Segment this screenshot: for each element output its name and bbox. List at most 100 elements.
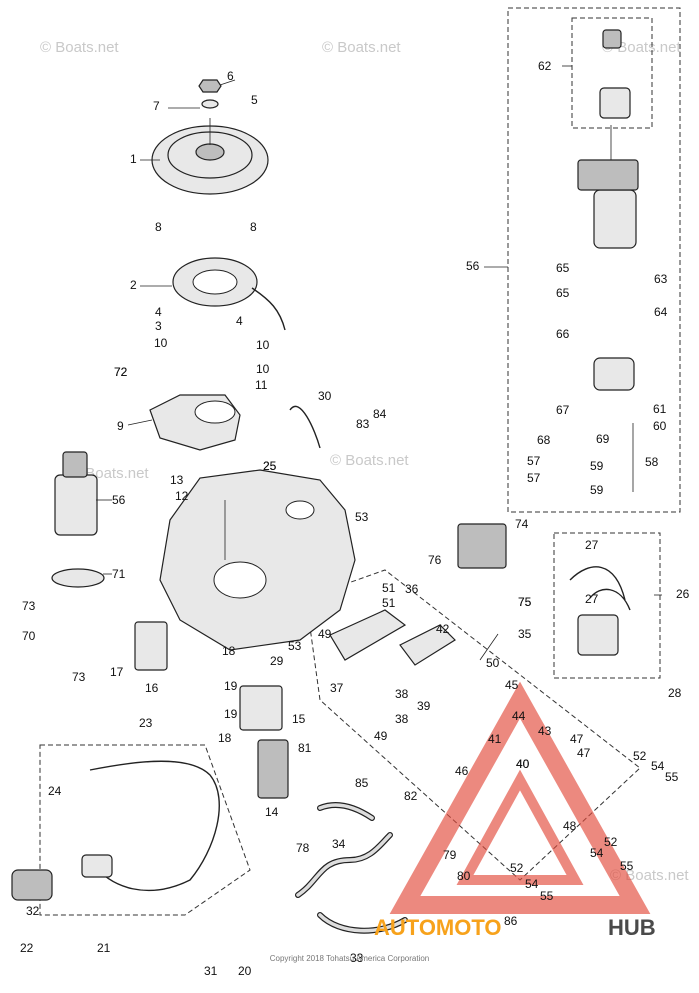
- callout-34: 34: [332, 837, 346, 851]
- callout-8: 8: [155, 220, 162, 234]
- watermark: © Boats.net: [40, 39, 119, 56]
- callout-53: 53: [288, 639, 302, 653]
- callout-4: 4: [155, 305, 162, 319]
- callout-78: 78: [296, 841, 310, 855]
- callout-55: 55: [620, 859, 634, 873]
- callout-26: 26: [676, 587, 690, 601]
- callout-16: 16: [145, 681, 159, 695]
- callout-55: 55: [540, 889, 554, 903]
- callout-54: 54: [651, 759, 665, 773]
- callout-32: 32: [26, 904, 40, 918]
- watermark: © Boats.net: [602, 39, 681, 56]
- callout-30: 30: [318, 389, 332, 403]
- callout-8: 8: [250, 220, 257, 234]
- callout-10: 10: [256, 362, 270, 376]
- callout-52: 52: [510, 861, 524, 875]
- callout-39: 39: [417, 699, 431, 713]
- callout-46: 46: [455, 764, 469, 778]
- callout-59: 59: [590, 483, 604, 497]
- callout-62: 62: [538, 59, 552, 73]
- copyright-notice: Copyright 2018 Tohatsu America Corporati…: [269, 954, 430, 963]
- harness-box: [39, 744, 251, 916]
- callout-11: 11: [255, 378, 268, 392]
- callout-38: 38: [395, 687, 409, 701]
- callout-3: 3: [155, 319, 162, 333]
- brand-auto: AUTOMOTO: [374, 915, 502, 940]
- callout-10: 10: [256, 338, 270, 352]
- callout-86: 86: [504, 914, 518, 928]
- callout-60: 60: [653, 419, 667, 433]
- automotohub-logo: AUTOMOTO HUB: [374, 681, 656, 940]
- ignition-coil-box: [553, 532, 661, 679]
- callout-75: 75: [518, 595, 532, 609]
- callout-47: 47: [577, 746, 591, 760]
- callout-10: 10: [154, 336, 168, 350]
- callout-72: 72: [114, 365, 128, 379]
- callout-51: 51: [382, 596, 396, 610]
- callout-50: 50: [486, 656, 500, 670]
- callout-83: 83: [356, 417, 370, 431]
- flywheel: [151, 79, 269, 195]
- callout-31: 31: [204, 964, 218, 978]
- callout-53: 53: [355, 510, 369, 524]
- callout-18: 18: [222, 644, 236, 658]
- callout-69: 69: [596, 432, 610, 446]
- callout-22: 22: [20, 941, 34, 955]
- callout-64: 64: [654, 305, 668, 319]
- callout-52: 52: [633, 749, 647, 763]
- callout-55: 55: [665, 770, 679, 784]
- callout-12: 12: [175, 489, 189, 503]
- callout-40: 40: [516, 757, 530, 771]
- callout-52: 52: [604, 835, 618, 849]
- callout-20: 20: [238, 964, 252, 978]
- callout-24: 24: [48, 784, 62, 798]
- starter-group-box: [507, 7, 681, 513]
- callout-27: 27: [585, 592, 599, 606]
- watermark: © Boats.net: [322, 39, 401, 56]
- callout-41: 41: [488, 732, 502, 746]
- electrical-parts: [134, 523, 631, 799]
- callout-17: 17: [110, 665, 124, 679]
- callout-37: 37: [330, 681, 344, 695]
- callout-70: 70: [22, 629, 36, 643]
- callout-19: 19: [224, 707, 238, 721]
- callout-66: 66: [556, 327, 570, 341]
- callout-25: 25: [263, 459, 277, 473]
- callout-43: 43: [538, 724, 552, 738]
- callout-1: 1: [130, 152, 137, 166]
- callout-82: 82: [404, 789, 418, 803]
- bracket: [149, 394, 241, 451]
- callout-76: 76: [428, 553, 442, 567]
- starter-drive-box: [571, 17, 653, 129]
- callout-13: 13: [170, 473, 184, 487]
- callout-71: 71: [112, 567, 126, 581]
- callout-68: 68: [537, 433, 551, 447]
- callout-72: 72: [114, 365, 128, 379]
- hoses: [11, 405, 408, 934]
- callout-67: 67: [556, 403, 570, 417]
- callout-80: 80: [457, 869, 471, 883]
- callout-36: 36: [405, 582, 419, 596]
- leader-lines: [96, 65, 662, 661]
- callout-2: 2: [130, 278, 137, 292]
- callout-23: 23: [139, 716, 153, 730]
- engine-block: [159, 469, 356, 651]
- callout-58: 58: [645, 455, 659, 469]
- callout-6: 6: [227, 69, 234, 83]
- callout-54: 54: [525, 877, 539, 891]
- callout-51: 51: [382, 581, 396, 595]
- callout-9: 9: [117, 419, 124, 433]
- callout-49: 49: [374, 729, 388, 743]
- stator: [172, 257, 286, 331]
- callout-38: 38: [395, 712, 409, 726]
- callout-18: 18: [218, 731, 232, 745]
- callout-28: 28: [668, 686, 682, 700]
- starter-motor-left: [51, 451, 105, 588]
- callout-59: 59: [590, 459, 604, 473]
- callout-45: 45: [505, 678, 519, 692]
- callout-33: 33: [350, 951, 364, 965]
- callout-14: 14: [265, 805, 279, 819]
- callout-19: 19: [224, 679, 238, 693]
